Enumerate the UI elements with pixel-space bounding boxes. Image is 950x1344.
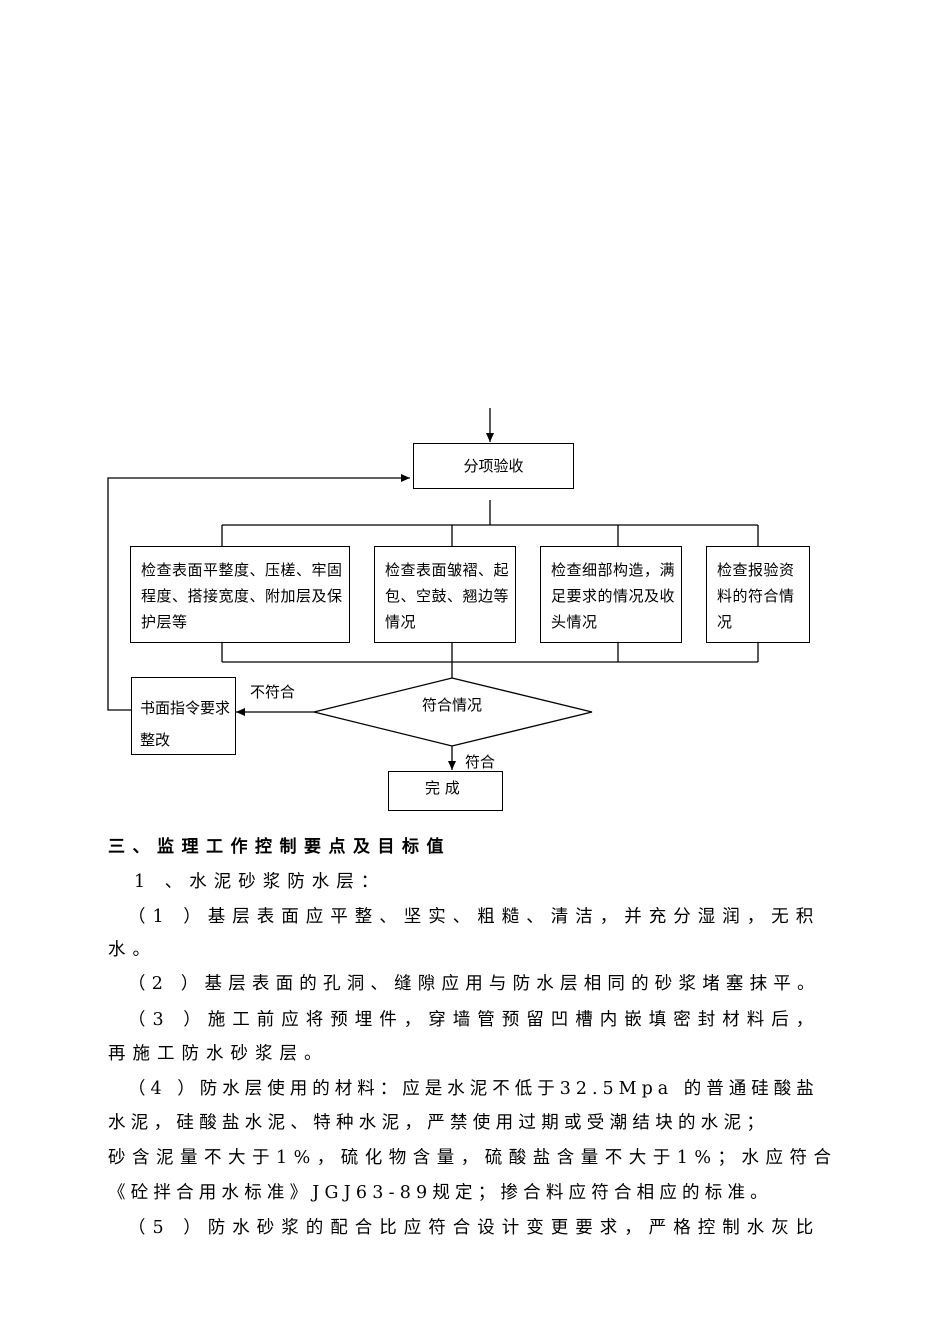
check-label-2: 检查表面皱褶、起包、空鼓、翘边等情况 [385, 561, 510, 631]
section-heading: 三、监理工作控制要点及目标值 [108, 837, 451, 857]
check-label-1: 检查表面平整度、压槎、牢固程度、搭接宽度、附加层及保护层等 [141, 561, 343, 631]
flowchart-connectors [107, 408, 759, 770]
check-box-3: 检查细部构造，满足要求的情况及收头情况 [540, 546, 682, 643]
acceptance-label: 分项验收 [463, 457, 524, 475]
check-box-2: 检查表面皱褶、起包、空鼓、翘边等情况 [374, 546, 516, 643]
check-box-4: 检查报验资料的符合情况 [706, 546, 810, 643]
rectify-label: 书面指令要求整改 [140, 699, 231, 749]
check-box-1: 检查表面平整度、压槎、牢固程度、搭接宽度、附加层及保护层等 [130, 546, 350, 643]
feedback-loop [107, 474, 410, 711]
rectify-box: 书面指令要求整改 [131, 677, 236, 755]
paragraph-line: 水泥，硅酸盐水泥、特种水泥，严禁使用过期或受潮结块的水泥； [108, 1113, 770, 1133]
paragraph-line: （1 ）基层表面应平整、坚实、粗糙、清洁，并充分湿润，无积 [128, 907, 821, 927]
paragraph-line: 再施工防水砂浆层。 [108, 1044, 329, 1064]
paragraph-line: 砂含泥量不大于1%，硫化物含量，硫酸盐含量不大于1%；水应符合 [108, 1148, 838, 1168]
paragraph-line: 水。 [108, 940, 157, 960]
check-label-4: 检查报验资料的符合情况 [717, 561, 795, 631]
paragraph-line: （5 ）防水砂浆的配合比应符合设计变更要求，严格控制水灰比 [128, 1218, 821, 1238]
yes-label: 符合 [465, 753, 496, 771]
paragraph-line: （2 ）基层表面的孔洞、缝隙应用与防水层相同的砂浆堵塞抹平。 [128, 974, 821, 994]
check-label-3: 检查细部构造，满足要求的情况及收头情况 [551, 561, 676, 631]
decision-label: 符合情况 [421, 696, 482, 714]
done-label: 完 成 [425, 779, 460, 797]
sub-heading: 1 、水泥砂浆防水层： [134, 872, 386, 892]
acceptance-box: 分项验收 [413, 443, 574, 489]
no-label: 不符合 [250, 683, 296, 701]
paragraph-line: （3 ）施工前应将预埋件，穿墙管预留凹槽内嵌填密封材料后， [128, 1010, 821, 1030]
paragraph-line: 《砼拌合用水标准》JGJ63-89规定；掺合料应符合相应的标准。 [108, 1183, 773, 1203]
paragraph-line: （4 ）防水层使用的材料：应是水泥不低于32.5Mpa 的普通硅酸盐 [128, 1079, 819, 1099]
done-box: 完 成 [388, 771, 503, 811]
